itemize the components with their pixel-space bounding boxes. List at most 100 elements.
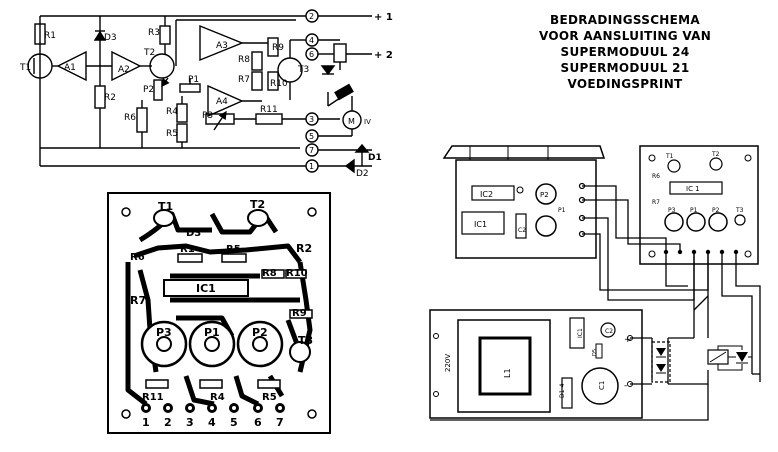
power-ic1 — [569, 317, 585, 349]
pcb-pin-7: 7 — [276, 416, 284, 429]
pcb-label-p1: P1 — [204, 326, 220, 339]
label-a3: A3 — [216, 41, 228, 51]
power-d1-4 — [561, 377, 573, 409]
title-line-3: SUPERMODUUL 24 — [560, 45, 690, 59]
label-r2: R2 — [104, 93, 116, 103]
label-r5: R5 — [166, 129, 178, 139]
pcb-ic1 — [163, 279, 249, 297]
module-21-p3-label: P3 — [668, 207, 676, 214]
diode-group-box — [651, 341, 671, 383]
module-24-board: IC2 IC1 C2 P2 P1 — [442, 145, 606, 259]
schematic-p2-symbol — [153, 79, 163, 101]
pcb-label-r1: R1 — [180, 244, 195, 255]
schematic-r6-symbol — [136, 107, 148, 133]
pcb-label-r9: R9 — [292, 308, 307, 319]
pcb-pin-2: 2 — [164, 416, 172, 429]
pcb-labels: T1 T2 D3 R2 R6 R1 R5 R8 R10 IC1 R7 R9 P3… — [130, 198, 313, 403]
terminal-1 — [305, 159, 319, 173]
module-21-p2 — [708, 212, 728, 232]
module-24-p2-label: P2 — [540, 191, 549, 199]
schematic-r10-symbol — [267, 71, 279, 91]
pcb-label-r6: R6 — [130, 252, 145, 263]
pcb-pin-3: 3 — [186, 416, 194, 429]
label-a1: A1 — [64, 63, 76, 73]
schematic-relay-coil — [333, 43, 347, 63]
label-d1: D1 — [368, 153, 382, 163]
module-21-ic1-label: IC 1 — [686, 185, 700, 193]
label-p2: P2 — [143, 85, 154, 95]
label-d3: D3 — [104, 33, 117, 43]
pcb-t2 — [247, 209, 269, 227]
module-21-t1-label: T1 — [665, 153, 674, 160]
module-21-p2-label: P2 — [712, 207, 720, 214]
schematic-r3-symbol — [159, 25, 171, 45]
pcb-label-p2: P2 — [252, 326, 268, 339]
wiring-diode-2 — [656, 364, 666, 372]
power-d5-label: D5 — [592, 349, 598, 356]
schematic-r9-symbol — [267, 37, 279, 57]
module-21-ic1 — [669, 181, 723, 195]
module-24-ic1 — [461, 211, 505, 235]
power-c2-label: C2 — [605, 328, 613, 335]
supply-label-1: + 1 — [374, 12, 393, 23]
schematic-r8-symbol — [251, 51, 263, 71]
schematic-d2-symbol — [344, 158, 355, 174]
schematic-r7-symbol — [251, 71, 263, 91]
power-l1-label: L1 — [503, 368, 512, 378]
schematic-d3-symbol — [93, 30, 107, 41]
power-ic1-label: IC1 — [577, 328, 584, 338]
pcb-label-t3: T3 — [298, 334, 313, 347]
label-p1: P1 — [188, 75, 199, 85]
module-24-p1-label: P1 — [558, 207, 566, 214]
pcb-label-d3: D3 — [186, 228, 201, 239]
pcb-layout: T1 T2 D3 R2 R6 R1 R5 R8 R10 IC1 R7 R9 P3… — [107, 192, 331, 434]
module-21-p1 — [686, 212, 706, 232]
label-r1: R1 — [44, 31, 56, 41]
module-24-p1 — [535, 215, 557, 237]
power-voltage-label: 220V — [444, 354, 452, 372]
diagram-title: BEDRADINGSSCHEMA VOOR AANSLUITING VAN SU… — [520, 12, 730, 92]
pcb-pin-1: 1 — [142, 416, 150, 429]
module-24-ic2 — [471, 185, 515, 201]
pcb-label-r5b: R5 — [262, 392, 277, 403]
module-21-r6-label: R6 — [652, 173, 660, 180]
schematic — [27, 9, 372, 174]
pcb-label-r5: R5 — [226, 244, 241, 255]
module-21-t2-label: T2 — [711, 151, 720, 158]
title-line-4: SUPERMODUUL 21 — [560, 61, 690, 75]
power-plus-label: + — [624, 335, 632, 345]
title-line-1: BEDRADINGSSCHEMA — [550, 13, 700, 27]
label-a4: A4 — [216, 97, 228, 107]
module-24-outline — [455, 159, 597, 259]
pcb-pin-6: 6 — [254, 416, 262, 429]
pcb-pin-4: 4 — [208, 416, 216, 429]
label-t1: T1 — [19, 63, 31, 73]
label-r3: R3 — [148, 28, 160, 38]
module-21-t3-label: T3 — [735, 207, 744, 214]
label-r10: R10 — [270, 79, 288, 89]
terminal-label-1: 1 — [309, 162, 314, 171]
label-p3: P3 — [202, 111, 213, 121]
terminal-2 — [305, 9, 319, 23]
label-motor-voltage: IV — [364, 118, 371, 126]
schematic-p1-symbol — [179, 83, 201, 93]
power-d1-4-label: D1-4 — [559, 383, 566, 398]
label-t2: T2 — [143, 48, 155, 58]
module-24-ic2-label: IC2 — [480, 190, 493, 199]
schematic-labels: R1 T1 A1 D3 R2 A2 R3 T2 P2 P1 R6 R4 R5 A… — [19, 12, 393, 179]
pcb-p2-trimmer — [236, 320, 284, 368]
pcb-label-r8: R8 — [262, 268, 277, 279]
schematic-a3-symbol — [199, 24, 244, 62]
pcb-pin-numbers: 1 2 3 4 5 6 7 — [142, 416, 284, 429]
supply-label-2: + 2 — [374, 50, 393, 61]
label-t3: T3 — [297, 65, 309, 75]
pcb-label-r2: R2 — [296, 242, 312, 255]
power-c1-label: C1 — [598, 381, 606, 390]
schematic-r1-symbol — [34, 23, 46, 45]
pcb-label-p3: P3 — [156, 326, 172, 339]
pcb-label-r7: R7 — [130, 294, 146, 307]
pcb-label-r10: R10 — [286, 268, 308, 279]
power-c2 — [600, 322, 616, 338]
